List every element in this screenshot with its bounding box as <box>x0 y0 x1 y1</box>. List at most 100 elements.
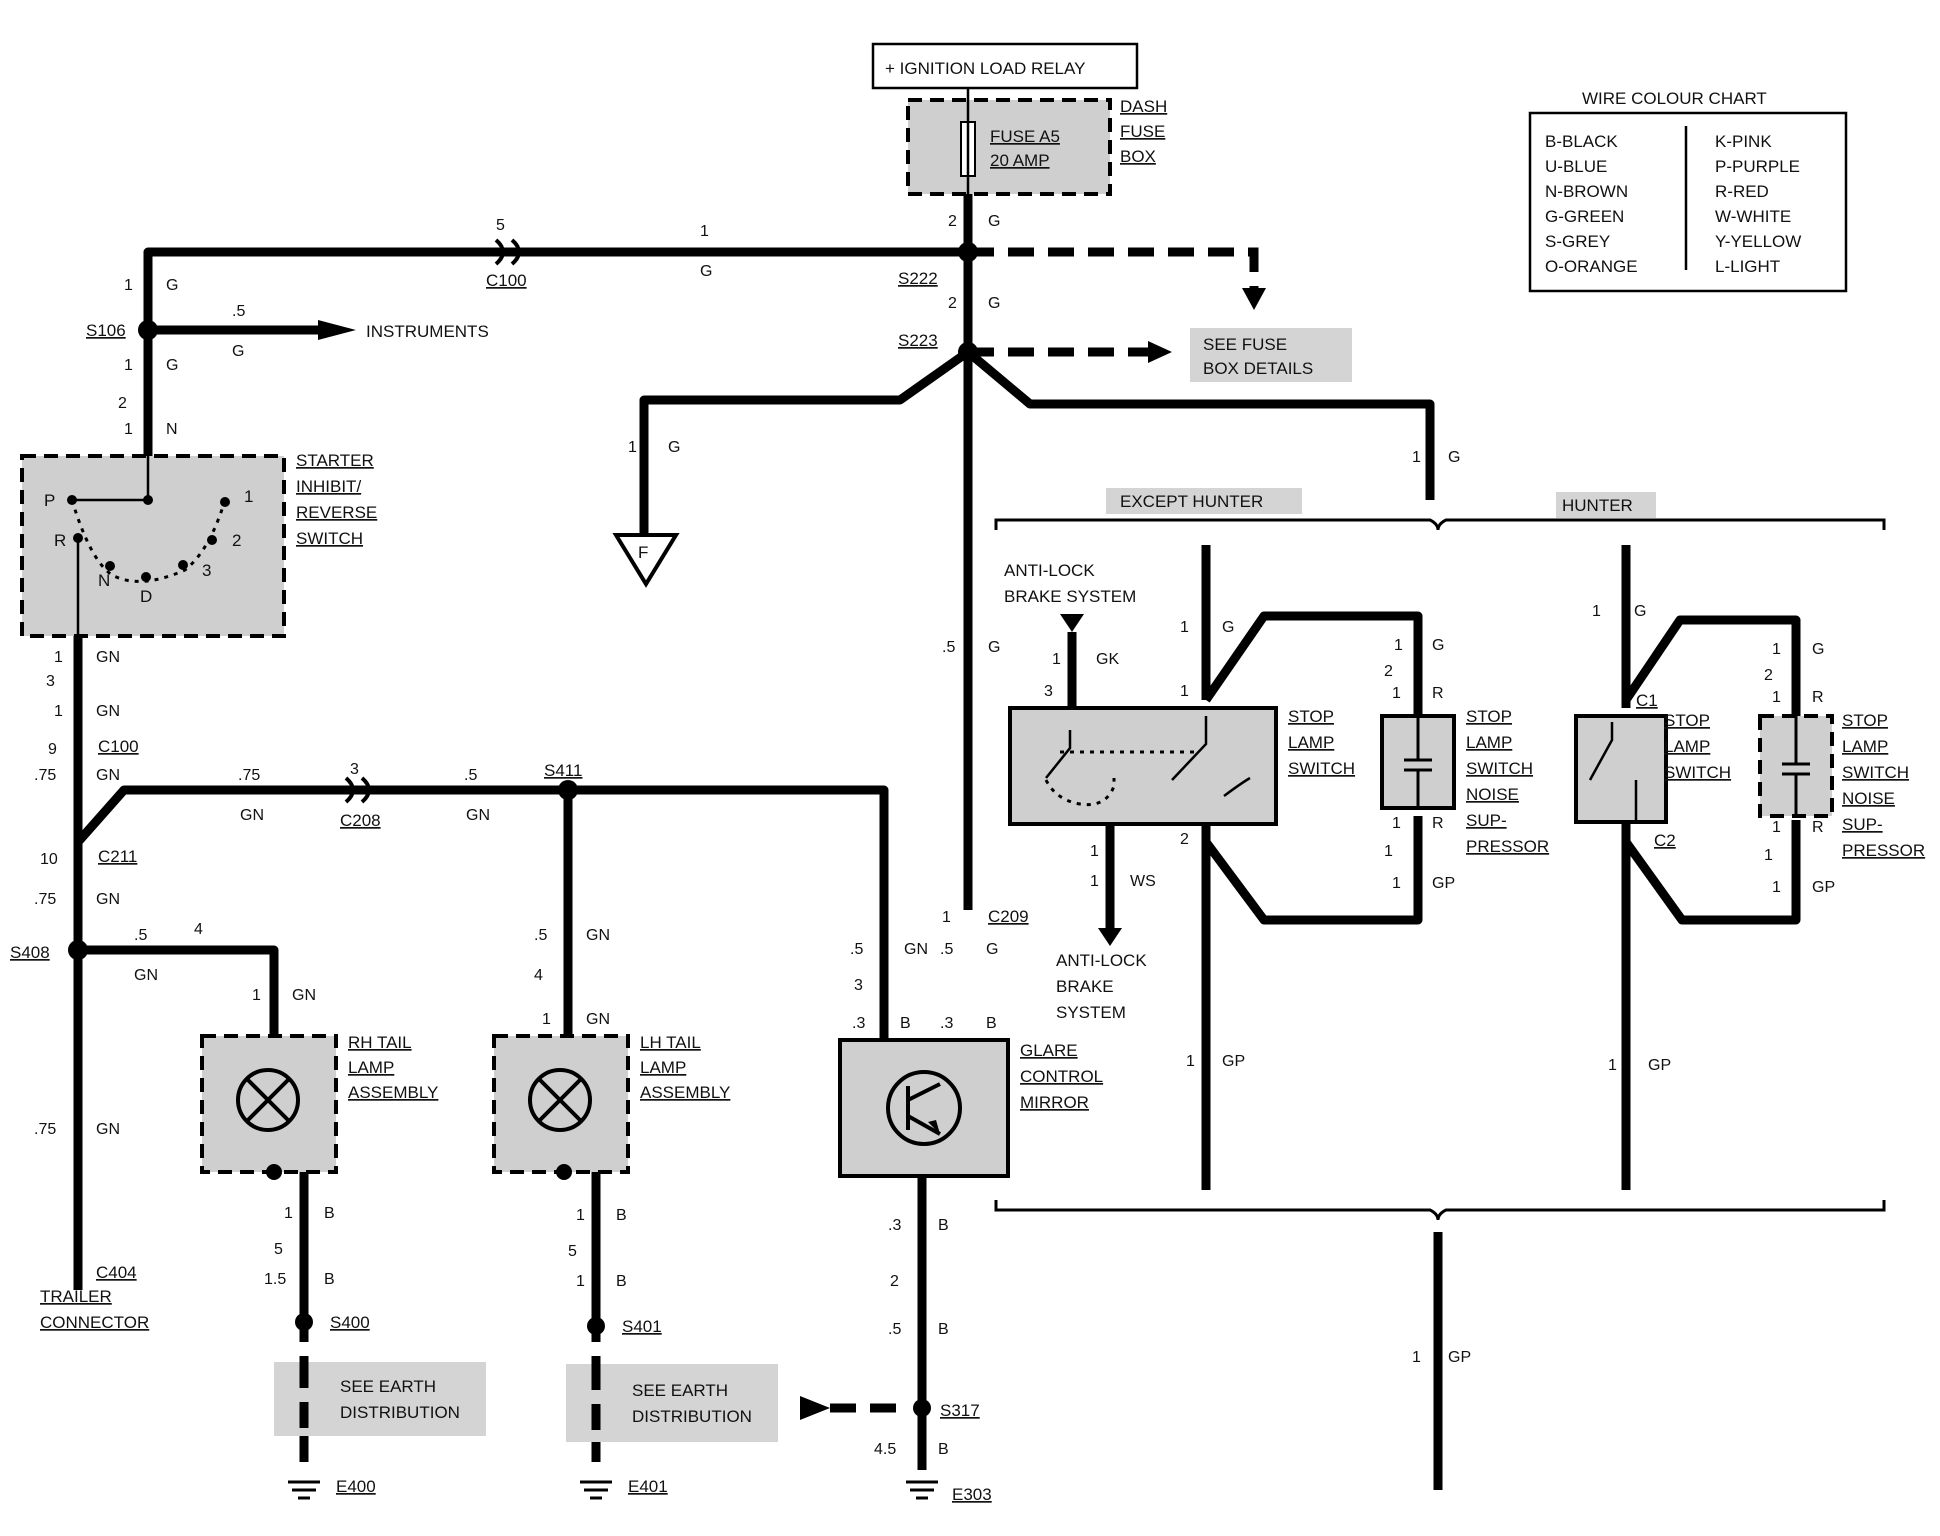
wire-label-e18: 1 <box>1384 843 1393 860</box>
color-chart-right-3: R-RED <box>1715 182 1769 201</box>
wire-label-b7: .75 <box>34 767 56 784</box>
wire-label-d9: 1 <box>576 1273 585 1290</box>
wire-label-d2: B <box>324 1205 335 1222</box>
section-bracket-top <box>994 518 1886 531</box>
starter-switch-label-1: STARTER <box>296 451 374 470</box>
except-hunter-switch-dashes <box>1044 750 1196 807</box>
wire-label-e6: 1 <box>1180 683 1189 700</box>
wire-label-a15: 1 <box>124 421 133 438</box>
lh-tail-lamp-bulb <box>528 1068 592 1132</box>
wire-label-b15: .75 <box>34 891 56 908</box>
c1-label: C1 <box>1636 691 1658 710</box>
gear-d: D <box>140 587 152 606</box>
lh-tail-ground-dot <box>556 1164 572 1180</box>
e303-ground-symbol <box>906 1480 938 1500</box>
wire-label-e16: 1 <box>1392 815 1401 832</box>
wire-label-d4: 1.5 <box>264 1271 286 1288</box>
fuse-label-2: 20 AMP <box>990 151 1050 170</box>
starter-switch-label-3: REVERSE <box>296 503 377 522</box>
trailer-label-1: TRAILER <box>40 1287 112 1306</box>
except-hunter-capacitor <box>1404 716 1432 808</box>
color-chart-right-6: L-LIGHT <box>1715 257 1780 276</box>
except-hunter-stop-switch-3: SWITCH <box>1288 759 1355 778</box>
color-chart-box <box>1528 111 1848 293</box>
gear-1: 1 <box>244 487 253 506</box>
c100-side-label: C100 <box>98 737 139 756</box>
s411-to-glare <box>568 785 889 1040</box>
except-hunter-abs-in-1: ANTI-LOCK <box>1004 561 1095 580</box>
wire-label-b5: GN <box>96 703 120 720</box>
except-hunter-stop-switch-1: STOP <box>1288 707 1334 726</box>
rh-tail-ground-dot <box>266 1164 282 1180</box>
starter-switch-label-4: SWITCH <box>296 529 363 548</box>
s400-label: S400 <box>330 1313 370 1332</box>
wire-label-c12: .3 <box>852 1015 865 1032</box>
wire-label-e20: GP <box>1432 875 1455 892</box>
hunter-stop-switch-2: LAMP <box>1664 737 1710 756</box>
section-bracket-bottom <box>994 1200 1886 1221</box>
wire-label-d8: 5 <box>568 1243 577 1260</box>
wire-label-a2: G <box>988 213 1000 230</box>
c211-label: C211 <box>98 847 137 866</box>
except-hunter-abs-in-2: BRAKE SYSTEM <box>1004 587 1136 606</box>
hunter-note <box>1556 492 1656 518</box>
wire-label-d5: B <box>324 1271 335 1288</box>
wire-label-d13: 2 <box>890 1273 899 1290</box>
s223-splice <box>958 342 978 362</box>
wire-label-e10: WS <box>1130 873 1156 890</box>
dashed-arrow-down <box>1242 288 1266 310</box>
except-hunter-feed-to-suppressor <box>1202 611 1423 716</box>
ignition-load-relay-box <box>871 42 1139 90</box>
wire-label-e3: 3 <box>1044 683 1053 700</box>
hunter-suppressor-1: STOP <box>1842 711 1888 730</box>
except-hunter-suppressor-1: STOP <box>1466 707 1512 726</box>
wire-label-f10: 1 <box>1764 847 1773 864</box>
s408-splice <box>68 940 88 960</box>
except-hunter-suppressor-4: NOISE <box>1466 785 1519 804</box>
see-earth-rh-1: SEE EARTH <box>340 1377 436 1396</box>
gear-p: P <box>44 491 55 510</box>
c208-connector <box>344 776 371 804</box>
lh-tail-label-1: LH TAIL <box>640 1033 701 1052</box>
wire-label-b16: GN <box>96 891 120 908</box>
rh-tail-lamp-box <box>200 1034 338 1174</box>
hunter-label: HUNTER <box>1562 496 1633 515</box>
glare-control-mirror-box <box>838 1038 1010 1178</box>
switch-contact-3 <box>178 560 188 570</box>
see-earth-note-rh <box>274 1362 486 1436</box>
hunter-switch-internal <box>1588 722 1638 820</box>
wire-label-c10: 3 <box>854 977 863 994</box>
s401-splice <box>587 1317 605 1335</box>
wire-label-d14: .5 <box>888 1321 901 1338</box>
wire-label-c14: .3 <box>940 1015 953 1032</box>
wire-label-b1: 1 <box>54 649 63 666</box>
gear-r: R <box>54 531 66 550</box>
dash-fuse-box-label-1: DASH <box>1120 97 1167 116</box>
hunter-suppressor-4: NOISE <box>1842 789 1895 808</box>
except-hunter-output-to-suppressor <box>1202 816 1423 925</box>
see-earth-note-lh <box>566 1364 778 1442</box>
wire-label-c13: B <box>900 1015 911 1032</box>
s223-label: S223 <box>898 331 938 350</box>
e400-label: E400 <box>336 1477 376 1496</box>
wire-label-b8: GN <box>96 767 120 784</box>
wire-label-b10: GN <box>240 807 264 824</box>
except-hunter-stop-switch-box <box>1008 706 1278 826</box>
wire-label-c1: .5 <box>534 927 547 944</box>
except-hunter-abs-input-arrow <box>1060 614 1084 632</box>
wire-label-e12: G <box>1432 637 1444 654</box>
rh-tail-label-3: ASSEMBLY <box>348 1083 438 1102</box>
except-hunter-abs-out-2: BRAKE <box>1056 977 1114 996</box>
color-chart-right-4: W-WHITE <box>1715 207 1791 226</box>
color-chart-right-1: K-PINK <box>1715 132 1772 151</box>
wire-label-a4: G <box>988 295 1000 312</box>
instruments-label: INSTRUMENTS <box>366 322 489 341</box>
wire-label-c2: GN <box>586 927 610 944</box>
starter-switch-label-2: INHIBIT/ <box>296 477 361 496</box>
s408-to-rh-tail <box>78 945 279 1036</box>
except-hunter-switch-internal <box>1045 716 1251 798</box>
wire-label-a10: .5 <box>232 303 245 320</box>
except-hunter-note <box>1106 488 1302 514</box>
wire-label-a19: 1 <box>1412 449 1421 466</box>
reverse-wire-to-s411 <box>74 785 568 845</box>
